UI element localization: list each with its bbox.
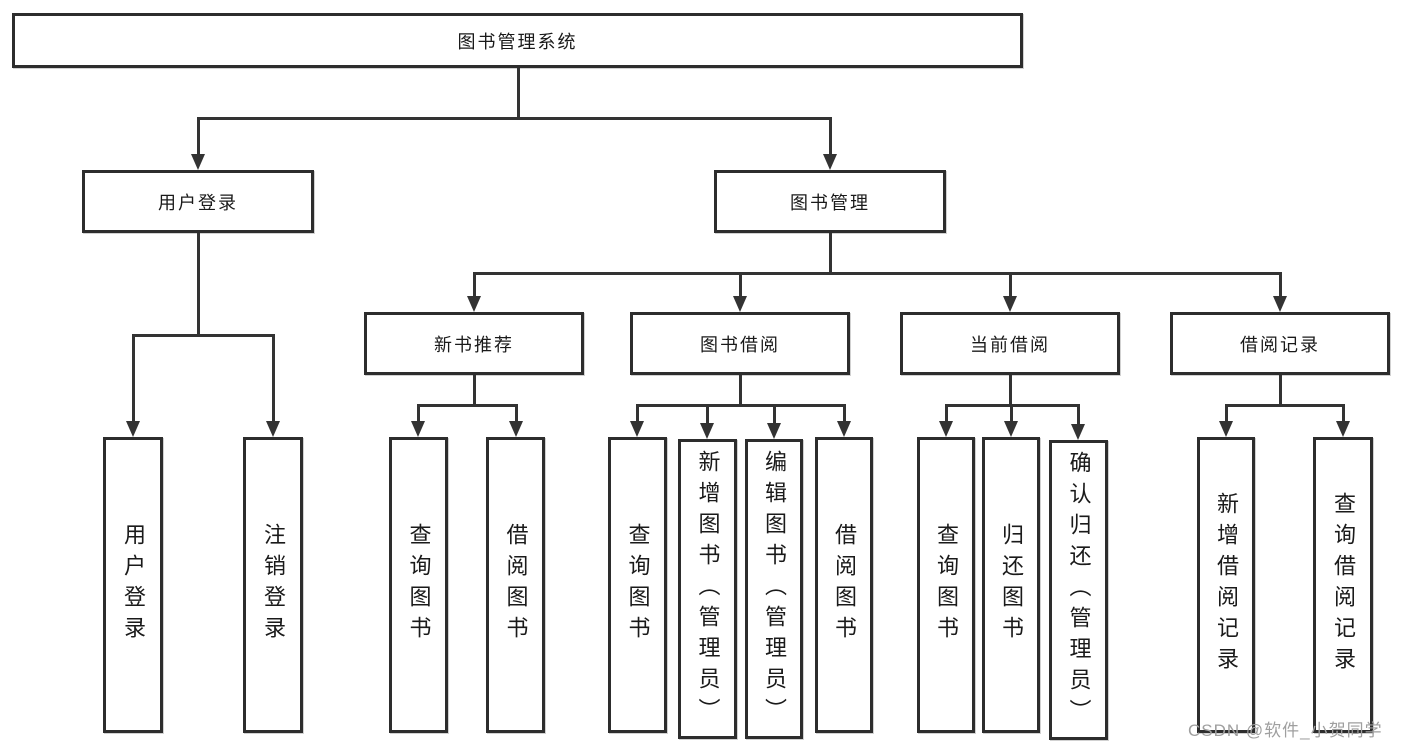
arrowhead xyxy=(467,296,481,312)
node-new-book-recommend: 新书推荐 xyxy=(364,312,584,375)
connector-line xyxy=(1278,375,1282,406)
arrowhead xyxy=(509,421,523,437)
node-current-borrowing-label: 当前借阅 xyxy=(970,334,1050,355)
arrowhead xyxy=(1071,424,1085,440)
connector-line xyxy=(131,333,275,337)
connector-line xyxy=(842,405,846,421)
node-user-login: 用户登录 xyxy=(82,170,314,233)
leaf-logout-label: 注销登录 xyxy=(261,523,286,647)
connector-line xyxy=(1009,405,1013,421)
connector-line xyxy=(131,335,135,421)
connector-line xyxy=(738,375,742,406)
arrowhead xyxy=(1273,296,1287,312)
node-root-label: 图书管理系统 xyxy=(457,31,578,52)
leaf-borrow-books-recommend: 借阅图书 xyxy=(486,437,545,733)
leaf-logout: 注销登录 xyxy=(243,437,303,733)
leaf-query-books-borrowing: 查询图书 xyxy=(608,437,667,733)
connector-line xyxy=(772,405,776,423)
connector-line xyxy=(738,273,742,296)
leaf-add-book-admin: 新增图书（管理员） xyxy=(678,439,737,739)
node-book-management-label: 图书管理 xyxy=(790,192,870,213)
connector-line xyxy=(472,375,476,406)
connector-line xyxy=(944,405,948,421)
leaf-user-login: 用户登录 xyxy=(103,437,163,733)
leaf-user-login-label: 用户登录 xyxy=(121,523,146,647)
arrowhead xyxy=(630,421,644,437)
leaf-query-books-current-label: 查询图书 xyxy=(934,523,959,647)
node-new-book-recommend-label: 新书推荐 xyxy=(434,334,514,355)
arrowhead xyxy=(700,423,714,439)
leaf-confirm-return-admin: 确认归还（管理员） xyxy=(1049,440,1108,740)
node-book-management: 图书管理 xyxy=(714,170,946,233)
csdn-watermark: CSDN @软件_小贺同学 xyxy=(1188,721,1383,740)
leaf-query-books-borrowing-label: 查询图书 xyxy=(625,523,651,647)
leaf-borrow-books-borrowing-label: 借阅图书 xyxy=(832,523,857,647)
node-borrowing-records: 借阅记录 xyxy=(1170,312,1390,375)
arrowhead xyxy=(1219,421,1233,437)
node-current-borrowing: 当前借阅 xyxy=(900,312,1120,375)
connector-line xyxy=(196,118,200,154)
connector-line xyxy=(828,118,832,154)
leaf-borrow-books-borrowing: 借阅图书 xyxy=(815,437,873,733)
connector-line xyxy=(1008,273,1012,296)
leaf-confirm-return-admin-label: 确认归还（管理员） xyxy=(1066,450,1092,730)
arrowhead xyxy=(1336,421,1350,437)
connector-line xyxy=(472,271,1282,275)
leaf-query-borrow-record: 查询借阅记录 xyxy=(1313,437,1373,733)
arrowhead xyxy=(411,421,425,437)
connector-line xyxy=(514,405,518,421)
connector-line xyxy=(635,405,639,421)
arrowhead xyxy=(1003,296,1017,312)
connector-line xyxy=(516,68,520,119)
connector-line xyxy=(196,116,832,120)
arrowhead xyxy=(939,421,953,437)
node-borrowing-records-label: 借阅记录 xyxy=(1240,334,1320,355)
arrowhead xyxy=(191,154,205,170)
connector-line xyxy=(472,273,476,296)
connector-line xyxy=(1224,405,1228,421)
leaf-edit-book-admin: 编辑图书（管理员） xyxy=(745,439,803,739)
arrowhead xyxy=(837,421,851,437)
arrowhead xyxy=(767,423,781,439)
leaf-return-book: 归还图书 xyxy=(982,437,1040,733)
node-book-borrowing: 图书借阅 xyxy=(630,312,850,375)
node-root: 图书管理系统 xyxy=(12,13,1023,68)
connector-line xyxy=(271,335,275,421)
node-book-borrowing-label: 图书借阅 xyxy=(700,334,780,355)
connector-line xyxy=(196,233,200,336)
node-user-login-label: 用户登录 xyxy=(158,192,238,213)
arrowhead xyxy=(126,421,140,437)
leaf-edit-book-admin-label: 编辑图书（管理员） xyxy=(762,449,787,729)
leaf-add-borrow-record: 新增借阅记录 xyxy=(1197,437,1255,733)
arrowhead xyxy=(266,421,280,437)
leaf-query-borrow-record-label: 查询借阅记录 xyxy=(1331,492,1356,678)
connector-line xyxy=(1341,405,1345,421)
connector-line xyxy=(1076,405,1080,424)
arrowhead xyxy=(823,154,837,170)
leaf-add-borrow-record-label: 新增借阅记录 xyxy=(1214,492,1239,678)
connector-line xyxy=(416,403,518,407)
leaf-query-books-recommend: 查询图书 xyxy=(389,437,448,733)
connector-line xyxy=(635,403,846,407)
connector-line xyxy=(1224,403,1345,407)
connector-line xyxy=(1008,375,1012,406)
arrowhead xyxy=(1004,421,1018,437)
arrowhead xyxy=(733,296,747,312)
connector-line xyxy=(828,233,832,274)
leaf-query-books-recommend-label: 查询图书 xyxy=(406,523,432,647)
leaf-borrow-books-recommend-label: 借阅图书 xyxy=(503,523,529,647)
connector-line xyxy=(1278,273,1282,296)
leaf-return-book-label: 归还图书 xyxy=(999,523,1024,647)
connector-line xyxy=(416,405,420,421)
connector-line xyxy=(705,405,709,423)
leaf-add-book-admin-label: 新增图书（管理员） xyxy=(695,449,721,729)
leaf-query-books-current: 查询图书 xyxy=(917,437,975,733)
